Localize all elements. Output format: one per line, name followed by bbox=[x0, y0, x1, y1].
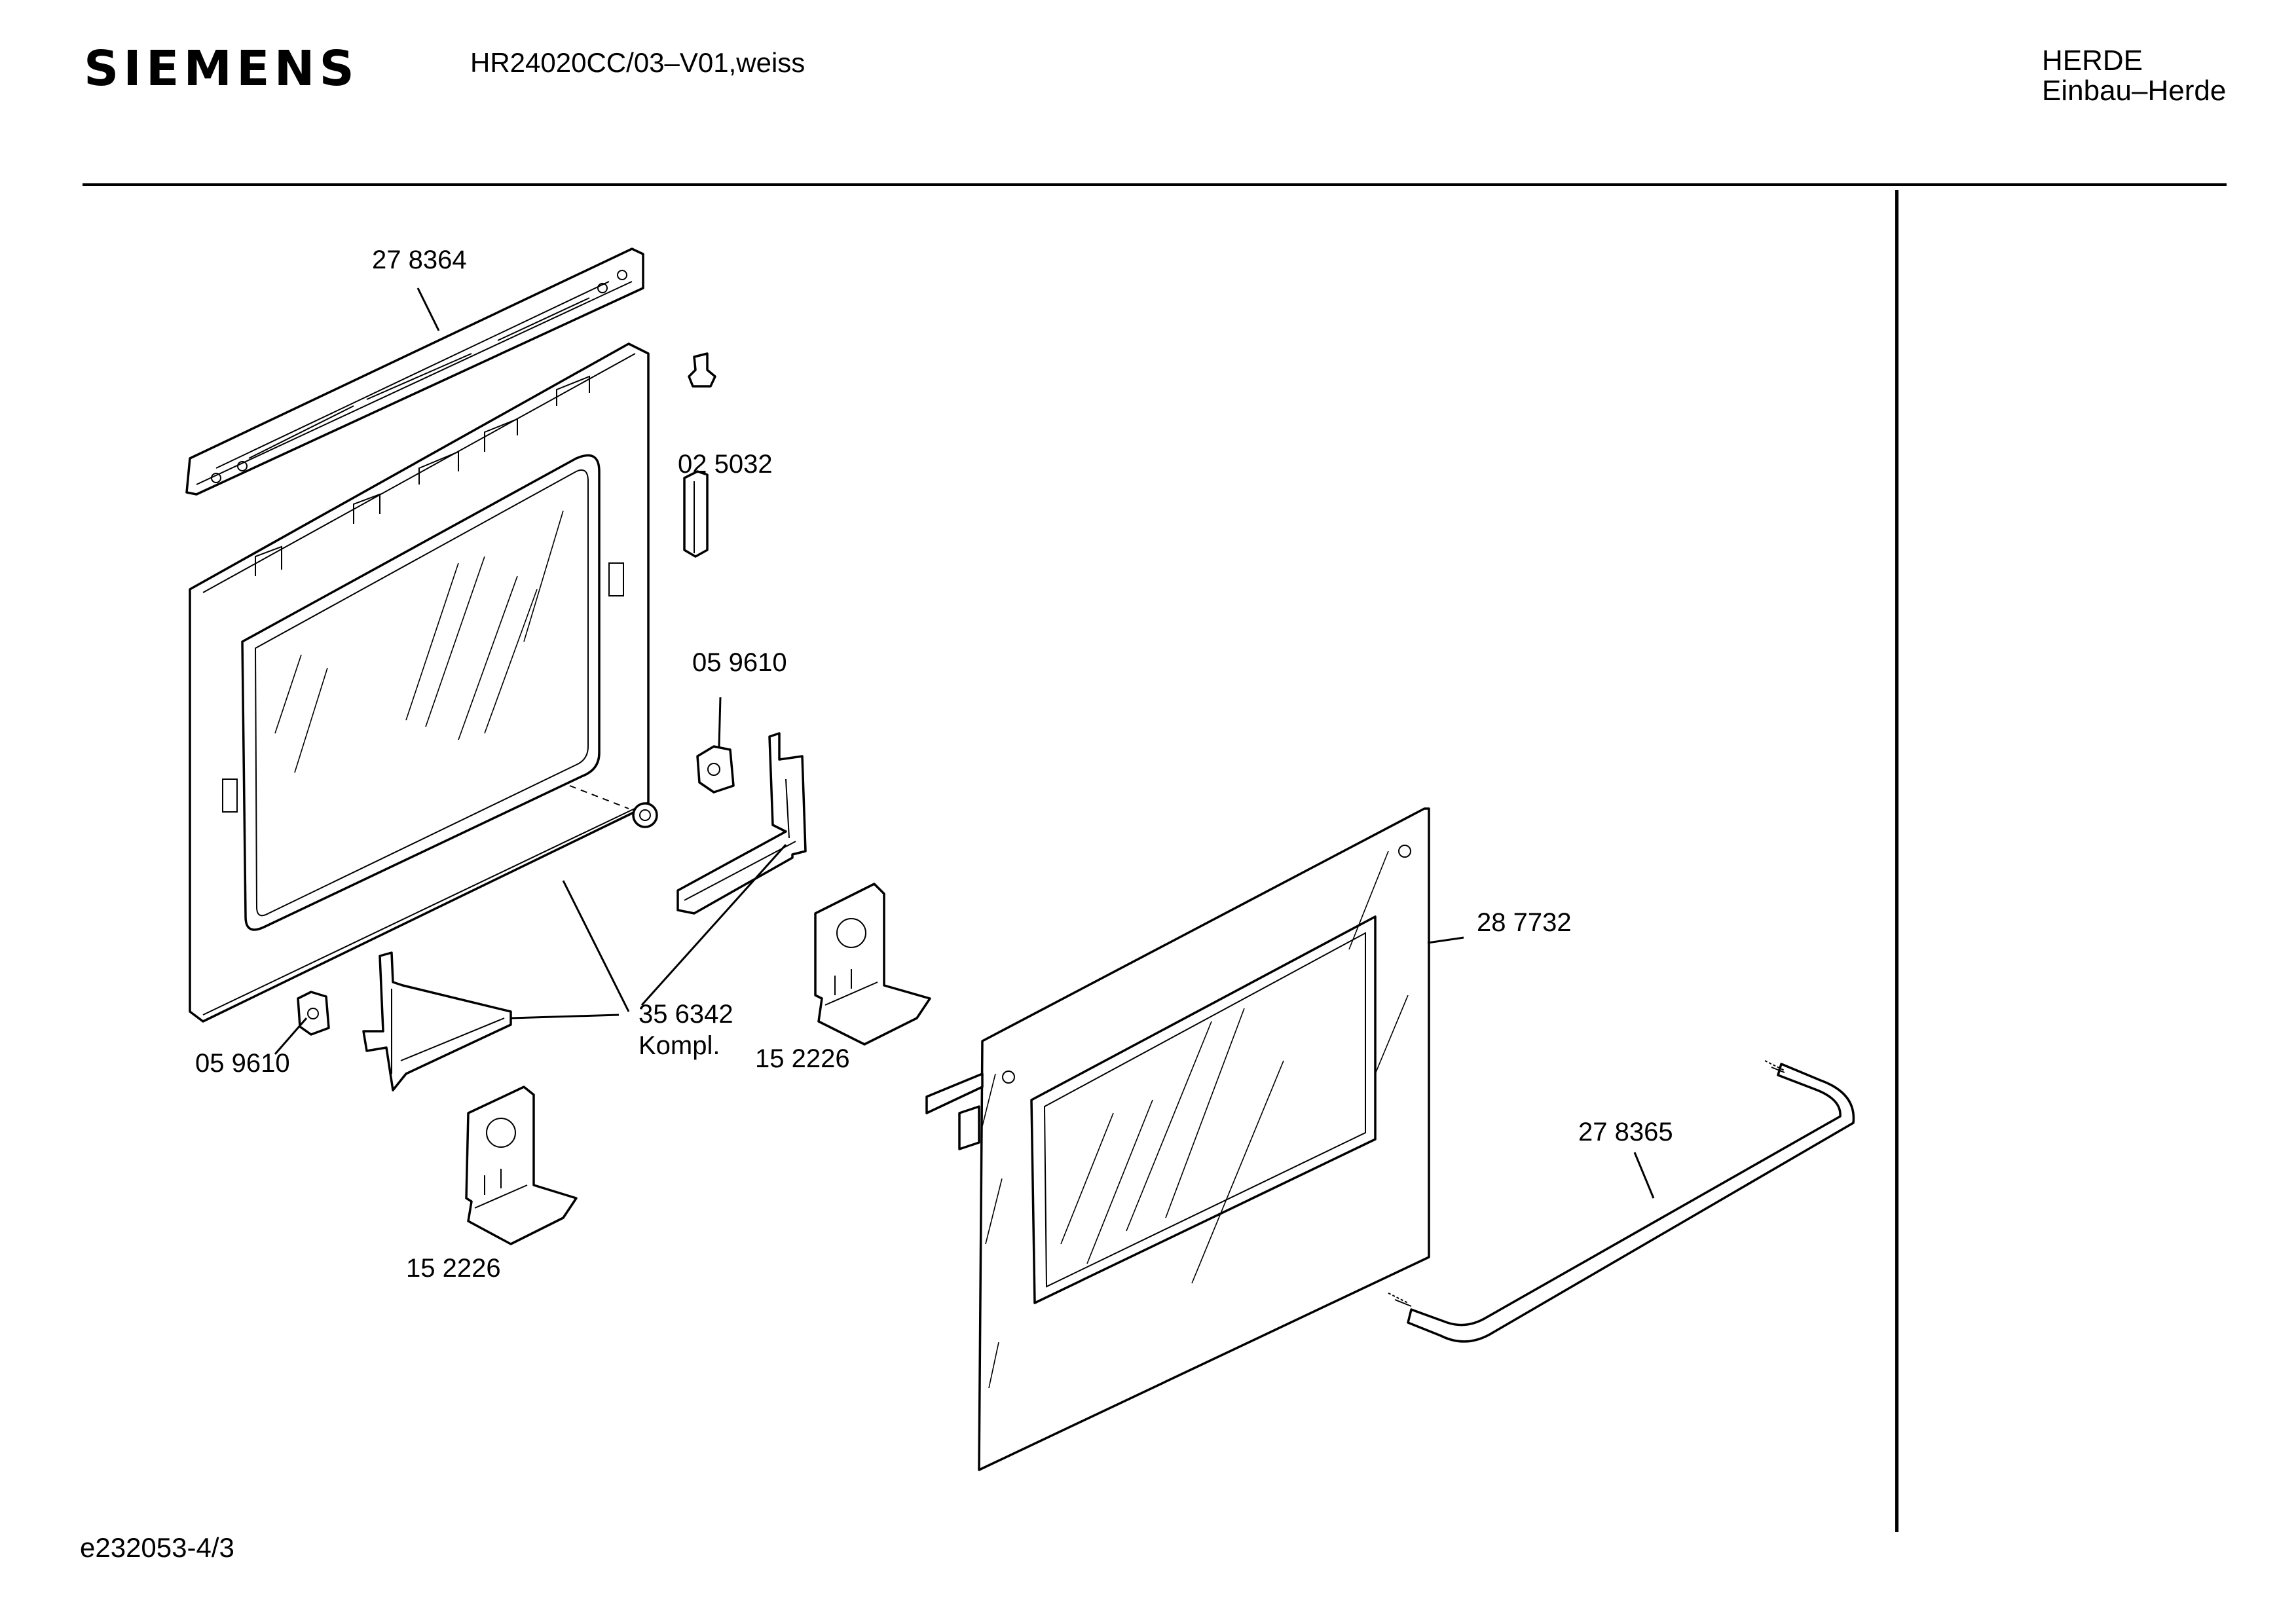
callout-356342: 35 6342 bbox=[639, 1000, 733, 1029]
header-divider bbox=[83, 183, 2227, 186]
callout-356342-kompl: Kompl. bbox=[639, 1031, 720, 1060]
clip-pin bbox=[688, 352, 716, 388]
document-id: e232053-4/3 bbox=[80, 1532, 234, 1563]
mounting-bracket-right bbox=[814, 883, 931, 1046]
callout-278365: 27 8365 bbox=[1578, 1118, 1673, 1146]
category: HERDE Einbau–Herde bbox=[2042, 46, 2226, 106]
brand-logo: SIEMENS bbox=[84, 41, 359, 97]
callout-287732: 28 7732 bbox=[1477, 908, 1572, 937]
category-line-1: HERDE bbox=[2042, 45, 2143, 77]
leader-lines bbox=[274, 287, 1655, 1199]
door-bolt bbox=[569, 785, 658, 828]
hinge-arm-upper bbox=[676, 732, 807, 915]
door-top-strip bbox=[185, 247, 644, 496]
callout-025032: 02 5032 bbox=[678, 450, 773, 479]
side-divider bbox=[1895, 190, 1898, 1532]
inner-door-frame bbox=[189, 342, 650, 1023]
callout-059610-upper: 05 9610 bbox=[692, 648, 787, 677]
model-number: HR24020CC/03–V01,weiss bbox=[470, 47, 805, 78]
category-line-2: Einbau–Herde bbox=[2042, 75, 2227, 107]
door-handle bbox=[1388, 1060, 1855, 1343]
callout-278364: 27 8364 bbox=[372, 246, 467, 274]
mounting-bracket-left bbox=[465, 1086, 578, 1245]
hinge-plate-upper bbox=[696, 745, 735, 794]
callout-059610-lower: 05 9610 bbox=[195, 1049, 290, 1078]
callout-152226-left: 15 2226 bbox=[406, 1254, 501, 1283]
callout-152226-right: 15 2226 bbox=[755, 1044, 850, 1073]
clip-pin-holder bbox=[683, 470, 709, 558]
outer-glass-pane bbox=[925, 807, 1430, 1471]
hinge-plate-lower bbox=[297, 991, 330, 1036]
hinge-arm-lower bbox=[362, 951, 512, 1091]
